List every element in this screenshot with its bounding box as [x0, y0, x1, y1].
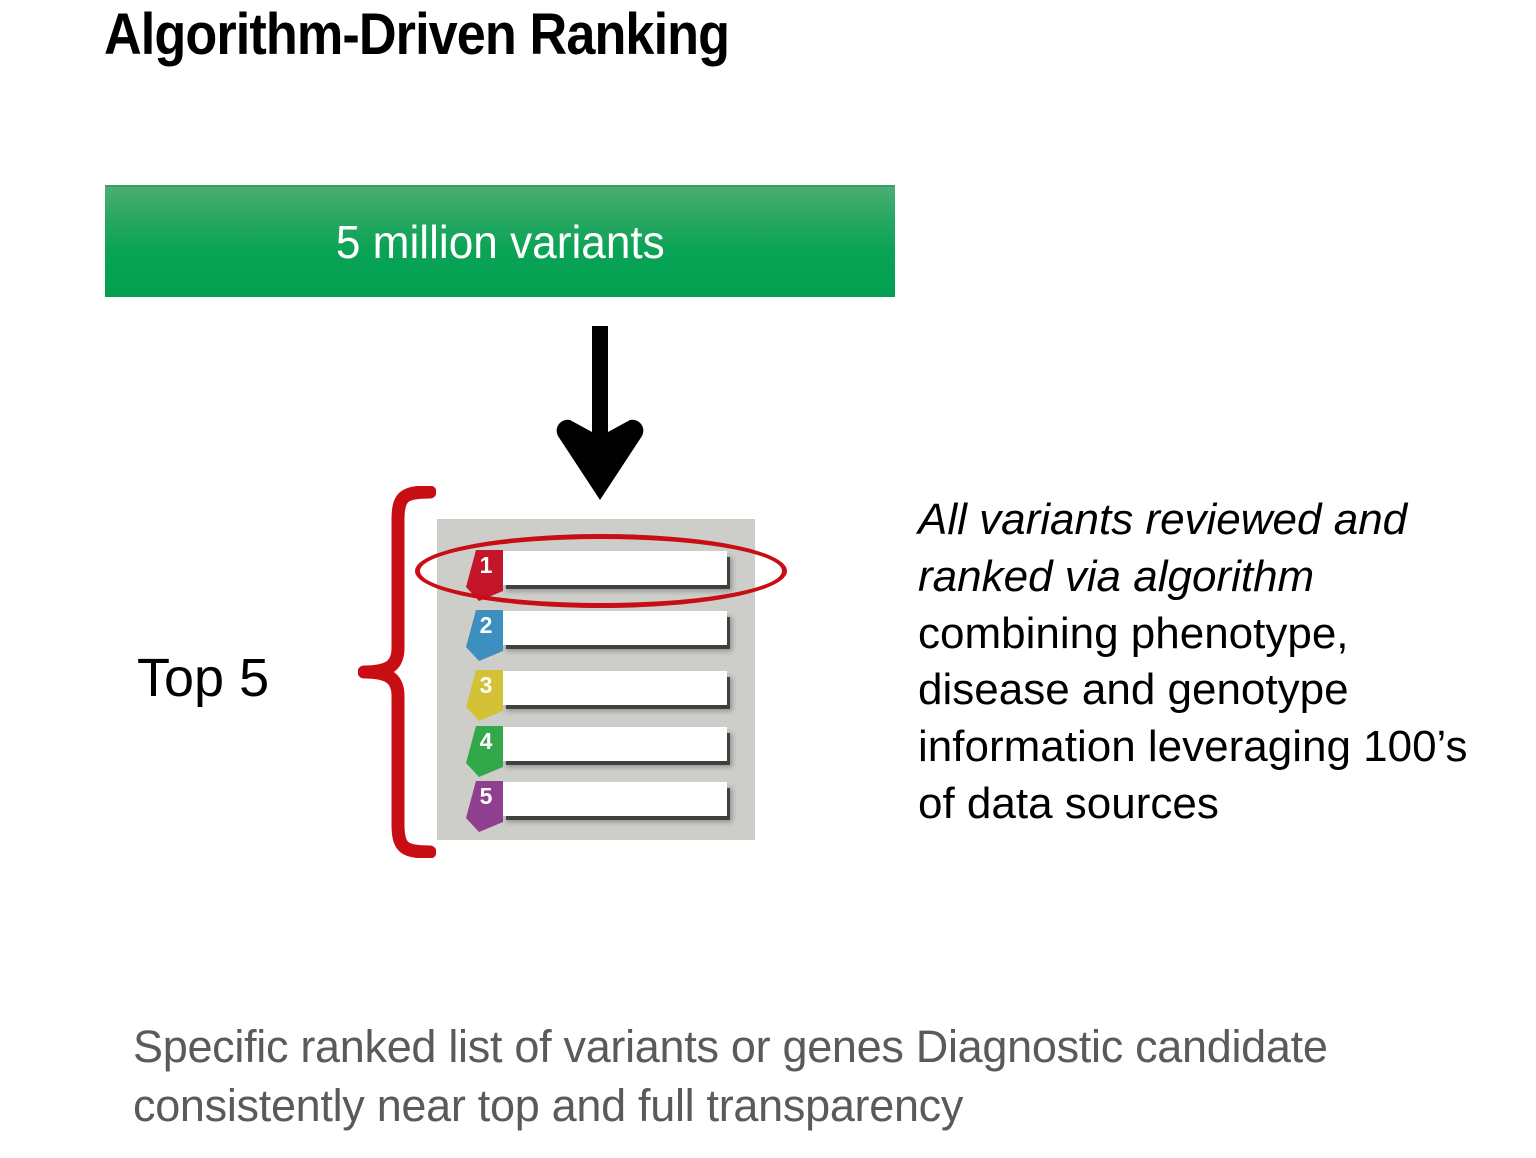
- description-paragraph: All variants reviewed and ranked via alg…: [918, 492, 1478, 833]
- ranked-list-row[interactable]: 2: [463, 607, 747, 661]
- rank-badge-icon: 2: [463, 607, 503, 663]
- arrow-down-icon: [552, 324, 648, 504]
- rank-badge-icon: 4: [463, 723, 503, 779]
- ranked-list-row[interactable]: 5: [463, 778, 747, 832]
- slide-caption: Specific ranked list of variants or gene…: [133, 1021, 1328, 1132]
- page-title: Algorithm-Driven Ranking: [104, 2, 730, 67]
- rank-badge-icon: 3: [463, 667, 503, 723]
- ranked-list-bar: [501, 671, 727, 705]
- variant-count-banner: 5 million variants: [105, 185, 895, 297]
- ranked-list-bar: [501, 782, 727, 816]
- ranked-list-bar: [501, 611, 727, 645]
- curly-brace-icon: [357, 485, 437, 859]
- ranked-list-bar: [501, 727, 727, 761]
- ranked-list-row[interactable]: 3: [463, 667, 747, 721]
- top-5-label: Top 5: [137, 648, 270, 708]
- ranked-list-row[interactable]: 4: [463, 723, 747, 777]
- rank-badge-icon: 5: [463, 778, 503, 834]
- description-emphasis: All variants reviewed and ranked via alg…: [918, 495, 1408, 601]
- highlight-ellipse: [415, 534, 787, 608]
- description-rest: combining phenotype, disease and genotyp…: [918, 608, 1468, 828]
- variant-count-label: 5 million variants: [335, 216, 665, 268]
